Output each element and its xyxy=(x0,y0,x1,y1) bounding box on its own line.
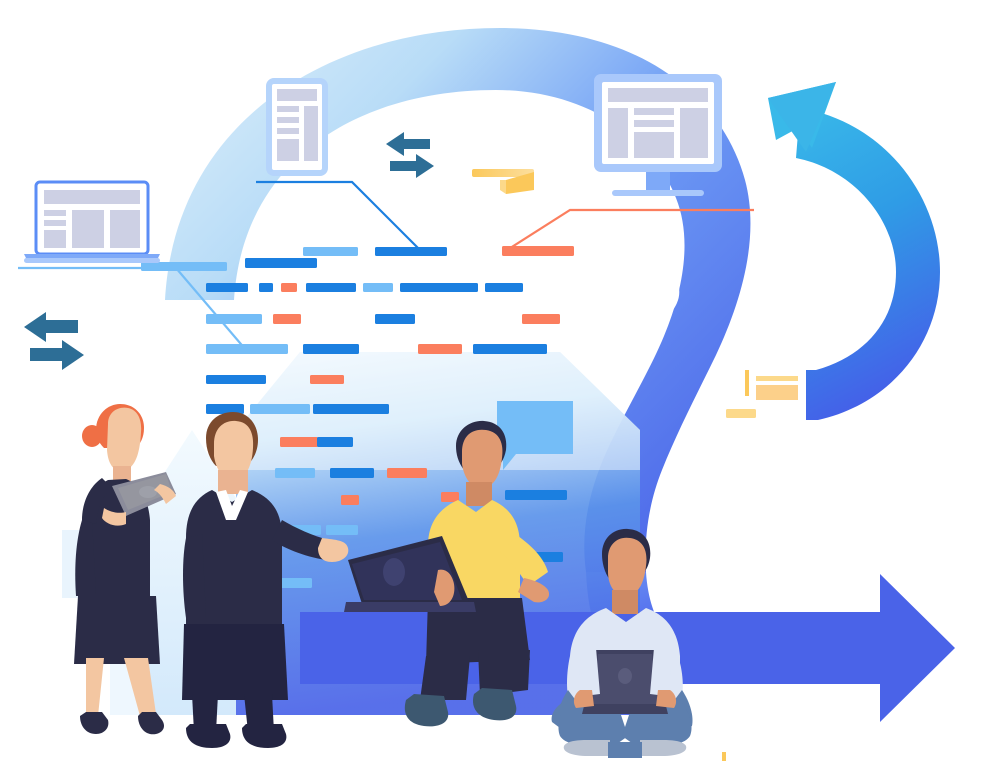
speech-bubble-icon xyxy=(497,401,573,470)
task-bar xyxy=(502,246,574,256)
task-bar xyxy=(326,525,358,535)
task-bar xyxy=(275,468,315,478)
task-bar xyxy=(206,283,248,292)
cycle-arrow-icon xyxy=(768,82,940,420)
task-bar xyxy=(341,495,359,505)
task-bar xyxy=(310,375,344,384)
sticky-note-right-line xyxy=(756,376,798,381)
sticky-note-right-b xyxy=(756,385,798,400)
task-bar xyxy=(245,258,317,268)
task-bar xyxy=(363,283,393,292)
task-bar xyxy=(375,247,447,256)
task-bar xyxy=(206,375,266,384)
task-bar xyxy=(206,344,288,354)
task-bar-group xyxy=(141,246,574,588)
phone-device[interactable] xyxy=(266,78,328,176)
person-man-yellow-laptop xyxy=(344,420,550,727)
task-bar xyxy=(505,490,567,500)
sticky-note-bottom xyxy=(722,752,726,761)
task-bar xyxy=(313,404,389,414)
sticky-note-top-fold xyxy=(500,180,506,194)
task-bar xyxy=(485,283,523,292)
task-bar xyxy=(273,314,301,324)
task-bar xyxy=(418,344,462,354)
task-bar xyxy=(522,314,560,324)
task-bar xyxy=(400,283,478,292)
person-woman-tablet xyxy=(74,404,176,735)
connector-phone xyxy=(256,180,425,255)
task-bar xyxy=(387,468,427,478)
task-bar xyxy=(330,468,374,478)
task-bar xyxy=(306,283,356,292)
lightbulb-icon xyxy=(622,262,680,339)
task-bar xyxy=(303,247,358,256)
task-bar xyxy=(473,344,547,354)
task-bar xyxy=(280,437,318,447)
sticky-notes-group xyxy=(472,169,798,761)
task-bar xyxy=(206,314,262,324)
laptop-device[interactable] xyxy=(24,180,160,263)
connector-monitor xyxy=(503,208,754,253)
task-bar xyxy=(303,344,359,354)
sticky-note-top xyxy=(472,169,534,177)
task-bar xyxy=(441,492,459,502)
sticky-note-top-flag xyxy=(506,172,534,194)
task-bar xyxy=(259,283,273,292)
sticky-note-right-c xyxy=(726,409,756,418)
sticky-note-right-a xyxy=(745,370,749,396)
person-man-suit xyxy=(182,412,349,748)
monitor-device[interactable] xyxy=(594,74,722,196)
task-bar xyxy=(317,437,353,447)
task-bar xyxy=(141,262,227,271)
transfer-arrows-icon-left xyxy=(24,312,84,370)
task-bar xyxy=(250,404,310,414)
transfer-arrows-icon-top xyxy=(386,132,434,178)
task-bar xyxy=(206,404,244,414)
person-man-sitting-floor xyxy=(551,528,693,758)
task-bar xyxy=(375,314,415,324)
task-bar xyxy=(281,283,297,292)
